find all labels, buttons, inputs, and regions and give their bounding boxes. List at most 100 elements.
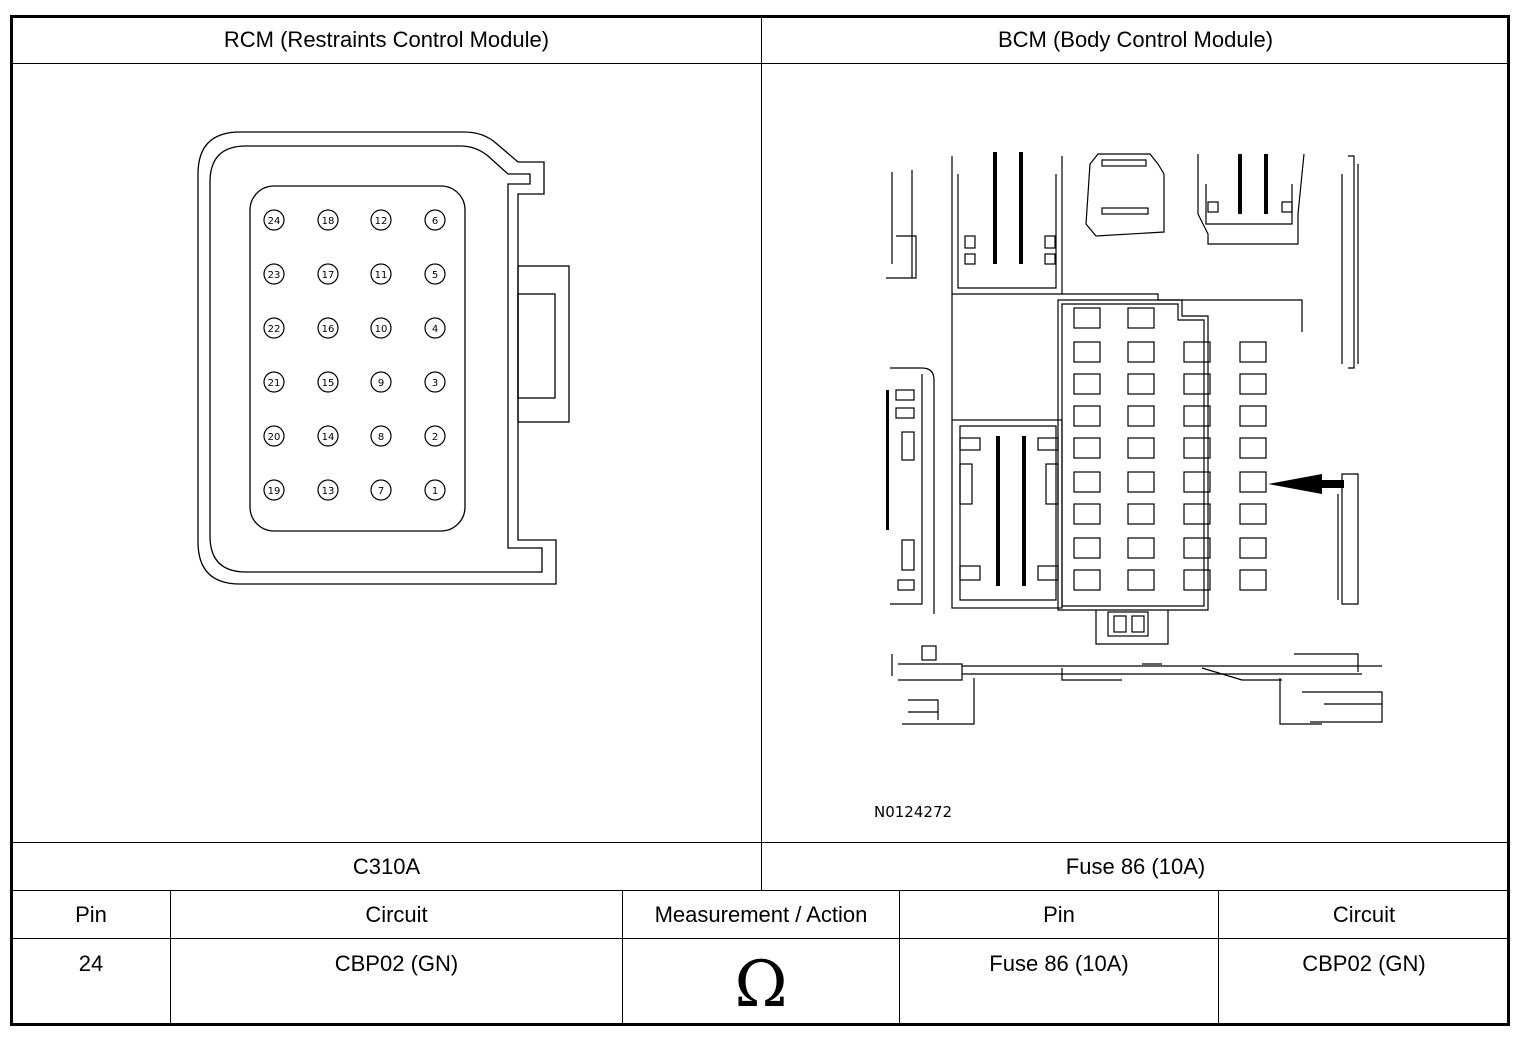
fuse-slot [1127,569,1155,591]
ohm-icon: Ω [623,939,899,1024]
fuse-slot [1127,537,1155,559]
fuse-slot [1183,537,1211,559]
fuse-slot [1183,503,1211,525]
pin-7: 7 [370,479,392,501]
pin-6: 6 [424,209,446,231]
header-pin-b: Pin [1043,901,1075,927]
fuse-slot [1073,503,1101,525]
divider [761,17,762,890]
svg-text:18: 18 [322,216,335,227]
row-circuit-b: CBP02 (GN) [1302,951,1426,976]
svg-text:7: 7 [378,486,384,497]
header-measurement: Measurement / Action [654,901,868,927]
row-pin-a: 24 [78,951,104,976]
divider [12,938,1509,939]
rcm-title: RCM (Restraints Control Module) [223,27,550,52]
pin-4: 4 [424,317,446,339]
connector-label: C310A [352,853,421,879]
pin-3: 3 [424,371,446,393]
fuse-slot [1239,373,1267,395]
fuse-slot [1239,437,1267,459]
fuse-slot [1073,373,1101,395]
divider [1218,890,1219,1024]
fuse-slot [1183,471,1211,493]
pin-grid: 24 18 12 6 23 17 11 5 22 16 10 4 21 15 9 3 20 14 8 2 19 13 7 1 [263,209,446,501]
fuse-slot [1239,503,1267,525]
fuse-slot [1183,405,1211,427]
fuse-slot [1073,341,1101,363]
fuse-slot [1183,341,1211,363]
bcm-fusebox-drawing: N0124272 [874,152,1383,821]
pin-13: 13 [317,479,339,501]
measurement-symbol: Ω [734,947,788,1022]
pin-11: 11 [370,263,392,285]
svg-text:1: 1 [432,486,438,497]
bcm-title: BCM (Body Control Module) [997,27,1274,52]
fuse-slot [1239,341,1267,363]
pin-14: 14 [317,425,339,447]
svg-text:22: 22 [268,324,281,335]
svg-text:24: 24 [268,216,281,227]
fuse-slot [1127,341,1155,363]
pin-21: 21 [263,371,285,393]
divider [12,890,1509,891]
pin-12: 12 [370,209,392,231]
svg-text:14: 14 [322,432,335,443]
row-circuit-a: CBP02 (GN) [334,951,459,976]
fuse-slot [1239,537,1267,559]
fuse-slot [1127,437,1155,459]
fuse-slot [1127,405,1155,427]
pin-2: 2 [424,425,446,447]
pin-5: 5 [424,263,446,285]
pin-16: 16 [317,317,339,339]
pin-1: 1 [424,479,446,501]
svg-text:5: 5 [432,270,438,281]
fuse-slot [1239,471,1267,493]
svg-text:21: 21 [268,378,281,389]
fuse-slot [1073,537,1101,559]
svg-text:16: 16 [322,324,335,335]
divider [899,890,900,1024]
svg-text:13: 13 [322,486,335,497]
diagram-frame [10,15,1510,1026]
fuse-slot [1073,405,1101,427]
pin-19: 19 [263,479,285,501]
svg-text:8: 8 [378,432,384,443]
fuse-label: Fuse 86 (10A) [1065,853,1206,879]
fuse-slot [1239,569,1267,591]
svg-text:11: 11 [375,270,388,281]
svg-text:3: 3 [432,378,438,389]
divider [622,890,623,1024]
fuse-slot [1127,307,1155,329]
svg-text:6: 6 [432,216,438,227]
pin-17: 17 [317,263,339,285]
fuse-slot [1239,405,1267,427]
svg-text:10: 10 [375,324,388,335]
svg-text:15: 15 [322,378,335,389]
fuse-slot [1183,437,1211,459]
fuse-slot [1127,471,1155,493]
pin-18: 18 [317,209,339,231]
svg-text:2: 2 [432,432,438,443]
svg-text:12: 12 [375,216,388,227]
pin-23: 23 [263,263,285,285]
divider [170,890,171,1024]
figure-id: N0124272 [874,803,952,821]
pin-8: 8 [370,425,392,447]
fuse-slot [1127,503,1155,525]
header-circuit-b: Circuit [1332,901,1396,927]
rcm-connector-drawing: 24 18 12 6 23 17 11 5 22 16 10 4 21 15 9 3 20 14 8 2 19 13 7 1 [197,131,570,585]
fuse-grid [1073,307,1267,591]
fuse-slot [1073,569,1101,591]
fuse-slot [1073,437,1101,459]
pin-22: 22 [263,317,285,339]
header-circuit-a: Circuit [365,901,428,927]
fuse-slot [1183,373,1211,395]
svg-text:17: 17 [322,270,335,281]
fuse-slot [1073,307,1101,329]
pin-20: 20 [263,425,285,447]
svg-text:9: 9 [378,378,384,389]
svg-text:20: 20 [268,432,281,443]
fuse-slot [1127,373,1155,395]
fuse-slot [1183,569,1211,591]
